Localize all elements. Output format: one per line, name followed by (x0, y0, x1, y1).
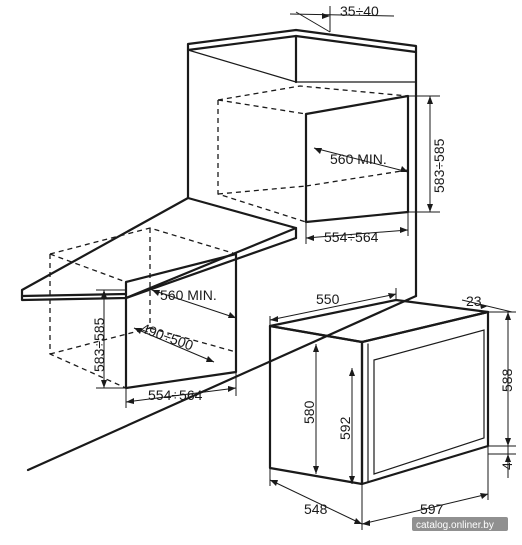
column-cabinet (186, 28, 418, 298)
dim-oven-front-height (488, 311, 516, 447)
dim-oven-bottom-offset (488, 446, 516, 478)
floor-line (26, 294, 418, 472)
label-oven-top-depth: 550 (316, 291, 340, 307)
label-oven-bottom-offset: 4 (499, 462, 515, 470)
dim-counter-depth (151, 289, 237, 319)
dim-counter-width (125, 372, 237, 408)
label-counter-width: 554÷564 (148, 387, 203, 403)
label-oven-inner-height: 592 (337, 416, 353, 440)
oven-body (268, 298, 490, 486)
label-oven-front-height: 588 (499, 368, 515, 392)
dim-oven-top-depth (269, 288, 397, 326)
label-oven-front-width: 597 (420, 501, 444, 517)
label-counter-height: 583÷585 (91, 317, 107, 372)
label-oven-body-height: 580 (301, 400, 317, 424)
dim-column-depth (313, 147, 409, 173)
label-counter-depth: 490÷500 (139, 320, 196, 354)
worktop (20, 196, 298, 302)
watermark-text: catalog.onliner.by (416, 520, 494, 531)
label-oven-body-depth: 548 (304, 501, 328, 517)
watermark: catalog.onliner.by (412, 517, 508, 531)
label-top-gap: 35÷40 (340, 3, 379, 19)
label-oven-frame: 23 (466, 293, 482, 309)
dim-oven-body-depth (269, 468, 363, 530)
label-counter-min-depth: 560 MIN. (160, 287, 217, 303)
dim-counter-height (96, 289, 126, 389)
label-column-width: 554÷564 (324, 229, 379, 245)
dim-counter-inner-depth (133, 327, 215, 363)
counter-niche (49, 227, 238, 390)
label-column-min-depth: 560 MIN. (330, 151, 387, 167)
dim-oven-front-width (361, 446, 489, 526)
dim-column-height (408, 95, 440, 213)
dim-column-width (305, 212, 409, 244)
dim-oven-body-height (313, 344, 319, 474)
dim-oven-inner-height (349, 368, 355, 484)
dim-oven-frame (461, 299, 513, 313)
label-column-height: 583÷585 (431, 138, 447, 193)
dim-top-gap (289, 6, 395, 33)
